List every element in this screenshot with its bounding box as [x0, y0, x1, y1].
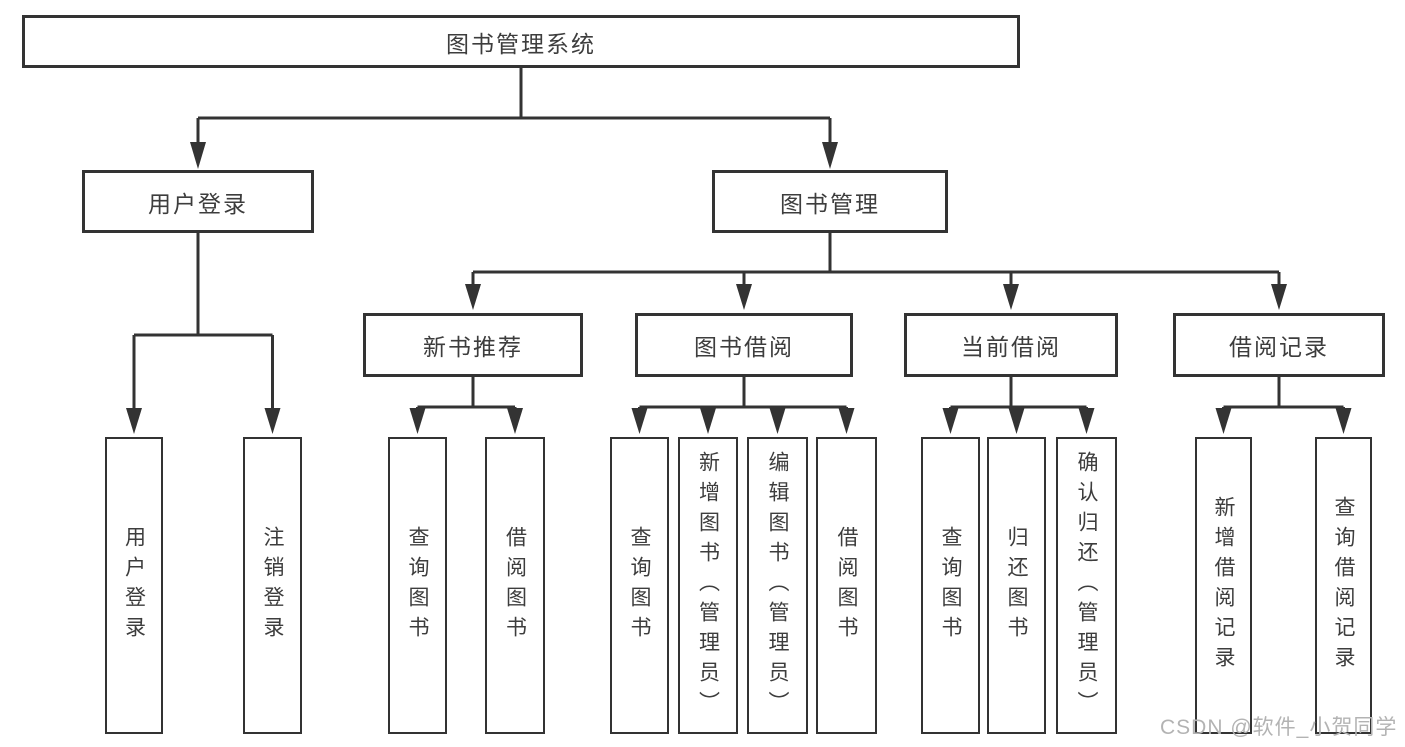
- leaf-return-book: 归还图书: [987, 437, 1046, 734]
- leaf-query-books-recommend: 查询图书: [388, 437, 447, 734]
- connector-root-to-level2: [196, 68, 832, 144]
- leaf-query-books-borrow-label: 查询图书: [628, 525, 651, 646]
- leaf-logout: 注销登录: [243, 437, 302, 734]
- leaf-add-borrow-record-label: 新增借阅记录: [1212, 495, 1235, 676]
- leaf-query-books-recommend-label: 查询图书: [406, 525, 429, 646]
- leaf-return-book-label: 归还图书: [1005, 525, 1028, 646]
- connector-book-management-children: [471, 233, 1281, 286]
- leaf-query-borrow-record-label: 查询借阅记录: [1332, 495, 1355, 676]
- leaf-add-book-admin: 新增图书（管理员）: [678, 437, 738, 734]
- arrowheads-level2: [190, 142, 838, 169]
- leaf-add-borrow-record: 新增借阅记录: [1195, 437, 1252, 734]
- leaf-confirm-return-admin: 确认归还（管理员）: [1056, 437, 1117, 734]
- leaf-edit-book-admin-label: 编辑图书（管理员）: [766, 450, 789, 721]
- node-book-borrow: 图书借阅: [635, 313, 853, 377]
- leaf-borrow-books: 借阅图书: [816, 437, 877, 734]
- leaf-confirm-return-admin-label: 确认归还（管理员）: [1075, 450, 1098, 721]
- leaf-logout-label: 注销登录: [261, 525, 284, 646]
- leaf-add-book-admin-label: 新增图书（管理员）: [696, 450, 720, 721]
- csdn-watermark: CSDN @软件_小贺同学: [1160, 716, 1398, 739]
- arrowheads-level3: [465, 284, 1287, 310]
- arrowheads-book-borrow-children: [631, 408, 855, 434]
- leaf-query-books-current: 查询图书: [921, 437, 980, 734]
- leaf-edit-book-admin: 编辑图书（管理员）: [747, 437, 808, 734]
- leaf-query-borrow-record: 查询借阅记录: [1315, 437, 1372, 734]
- connector-borrow-records-children: [1222, 377, 1345, 412]
- node-book-management: 图书管理: [712, 170, 948, 233]
- leaf-user-login-label: 用户登录: [122, 525, 146, 646]
- connector-new-book-recommend-children: [416, 377, 517, 412]
- arrowheads-borrow-records-children: [1215, 408, 1352, 434]
- connector-user-login-children: [132, 233, 274, 410]
- node-root-library-management-system: 图书管理系统: [22, 15, 1020, 68]
- leaf-borrow-books-recommend: 借阅图书: [485, 437, 545, 734]
- leaf-user-login: 用户登录: [105, 437, 163, 734]
- connector-book-borrow-children: [638, 377, 848, 412]
- leaf-query-books-current-label: 查询图书: [939, 525, 962, 646]
- node-borrow-records: 借阅记录: [1173, 313, 1385, 377]
- node-user-login: 用户登录: [82, 170, 314, 233]
- arrowheads-user-login-children: [126, 408, 281, 434]
- node-new-book-recommend: 新书推荐: [363, 313, 583, 377]
- node-current-borrow: 当前借阅: [904, 313, 1118, 377]
- leaf-query-books-borrow: 查询图书: [610, 437, 669, 734]
- leaf-borrow-books-label: 借阅图书: [835, 525, 858, 646]
- leaf-borrow-books-recommend-label: 借阅图书: [503, 525, 527, 646]
- arrowheads-new-book-recommend-children: [409, 408, 523, 434]
- connector-current-borrow-children: [949, 377, 1088, 412]
- arrowheads-current-borrow-children: [942, 408, 1095, 434]
